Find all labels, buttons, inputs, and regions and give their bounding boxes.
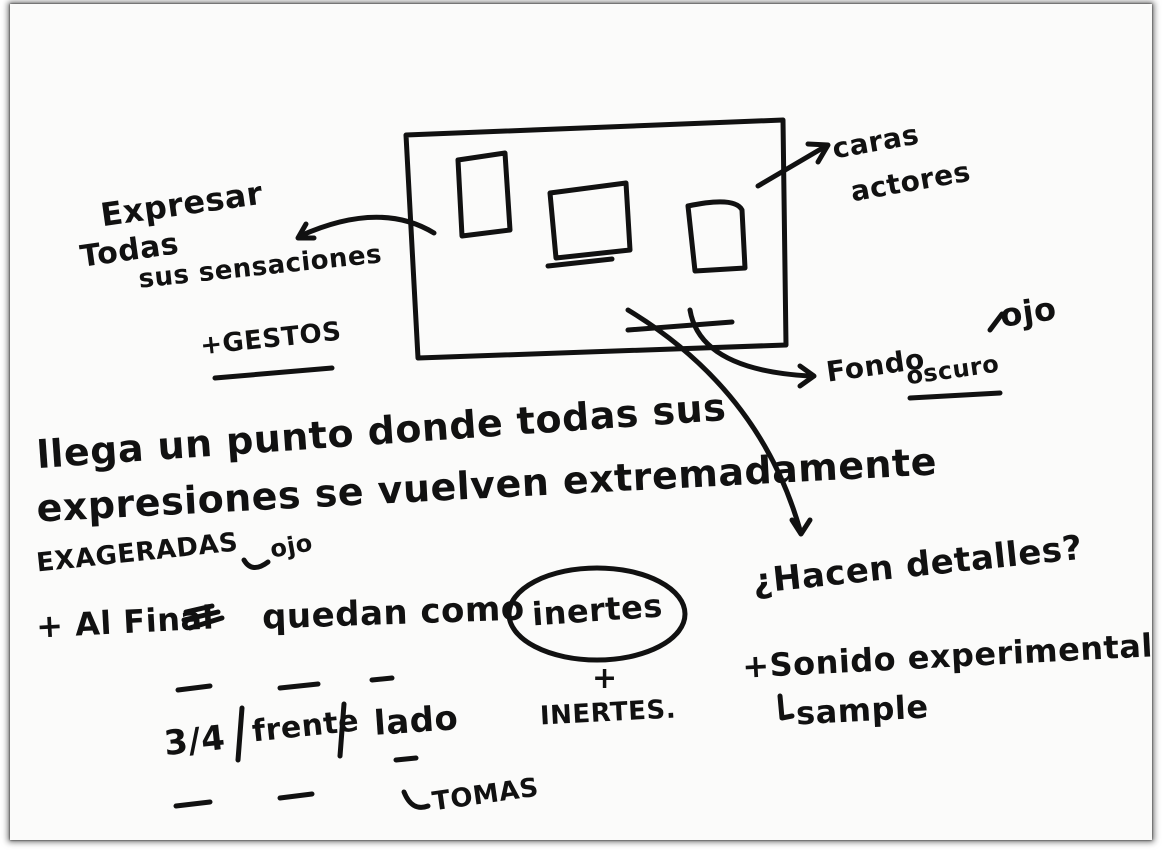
arrow-to-expresar	[297, 214, 437, 239]
oscuro-underline	[907, 390, 1003, 401]
hook-tomas	[401, 789, 431, 810]
hook-sample	[777, 693, 795, 721]
ojo-mid-text: ojo	[267, 528, 315, 564]
ground-line	[545, 256, 615, 269]
gestos-underline	[212, 365, 335, 381]
plus-text: +	[592, 661, 618, 696]
ojo-top-text: ojo	[997, 289, 1059, 335]
arrowhead-caras	[805, 141, 831, 165]
tres-cuartos-text: 3/4	[162, 717, 228, 765]
arrow-to-detalles	[625, 307, 803, 533]
final-prefix-text: + Al Final	[35, 598, 215, 646]
face-box-center	[547, 180, 633, 261]
hook-ojo-mid	[241, 557, 271, 570]
inertes-circled-text: inertes	[530, 586, 664, 634]
sample-text: sample	[795, 687, 930, 733]
arrowhead-fondo	[797, 363, 817, 389]
frame-rectangle	[403, 117, 789, 361]
lado-text: lado	[372, 698, 460, 744]
inertes-caps-text: INERTES.	[539, 694, 677, 732]
scribble	[181, 603, 225, 631]
face-box-right	[685, 199, 748, 274]
frente-bars	[235, 701, 347, 763]
final-text: quedan como	[261, 588, 526, 638]
arrow-to-fondo	[687, 307, 813, 379]
shot-dashes	[173, 675, 419, 809]
paper-sheet	[10, 4, 1152, 840]
inertes-circle	[506, 565, 688, 663]
floor-line	[625, 319, 735, 333]
arrowhead-expresar	[295, 221, 317, 241]
face-box-left	[455, 150, 513, 239]
arrow-to-ojo-top	[987, 311, 1005, 333]
arrowhead-detalles	[789, 517, 813, 537]
arrow-to-caras	[755, 143, 829, 189]
